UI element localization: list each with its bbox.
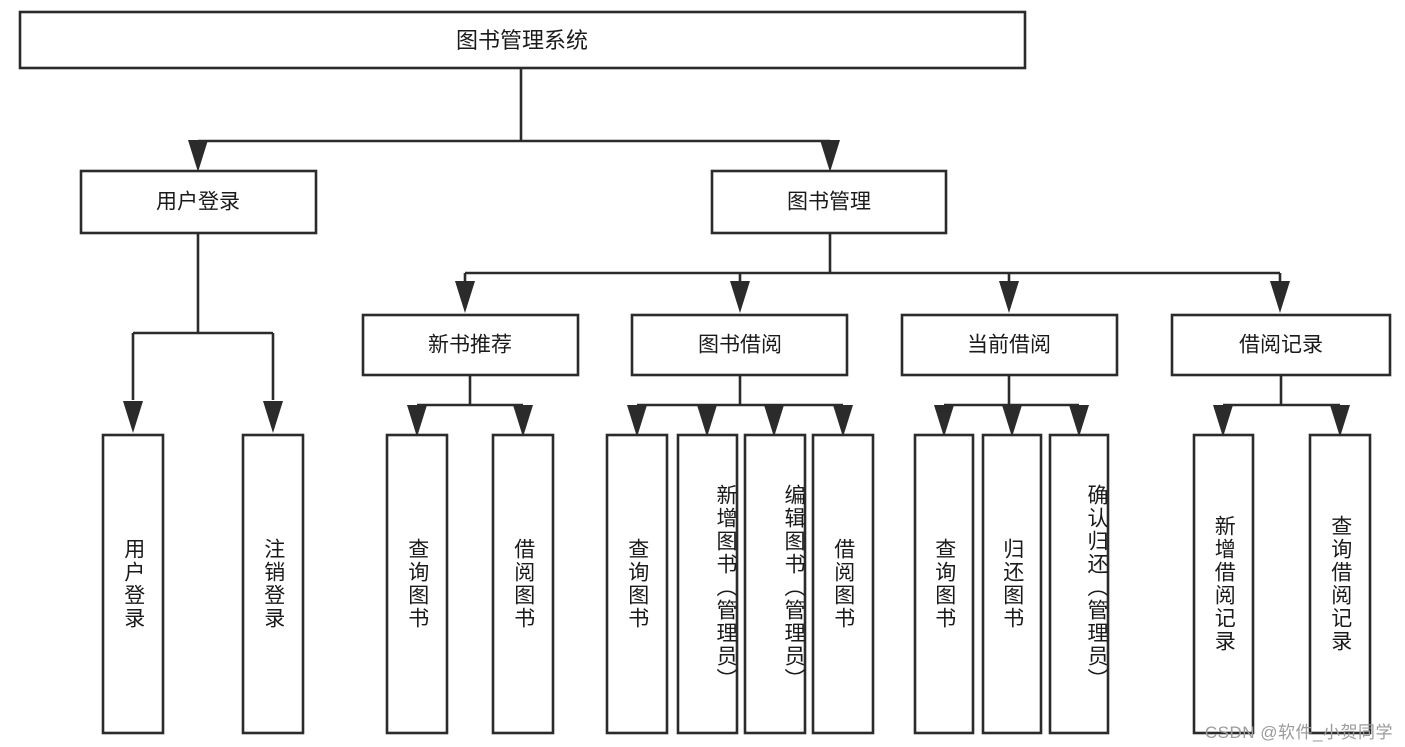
leaf-rect-book-borrow-3[interactable]: [743, 433, 807, 735]
node-book-borrow-label: 图书借阅: [698, 334, 782, 357]
leaf-rect-current-borrow-1[interactable]: [913, 433, 975, 735]
arrow-current-borrow-leaf-1: [934, 405, 954, 437]
node-user-login[interactable]: 用户登录: [79, 169, 318, 235]
node-borrow-record-rect[interactable]: [1170, 313, 1392, 377]
node-current-borrow-rect[interactable]: [900, 313, 1119, 377]
arrow-book-mgmt-child-2: [730, 281, 750, 313]
connector-group-user-login: [123, 233, 283, 433]
connector-group-current-borrow: [934, 375, 1089, 437]
leaf-rect-book-borrow-4[interactable]: [811, 433, 875, 735]
arrow-current-borrow-leaf-3: [1069, 405, 1089, 437]
node-root[interactable]: 图书管理系统: [18, 10, 1027, 70]
arrow-book-borrow-leaf-3: [764, 405, 784, 437]
connector-group-borrow-record: [1213, 375, 1350, 437]
leaf-rect-user-login-1[interactable]: [101, 433, 165, 735]
node-user-login-label: 用户登录: [156, 191, 240, 214]
node-new-book-recommend-label: 新书推荐: [428, 334, 512, 357]
connector-group-new-book: [407, 375, 533, 437]
node-current-borrow-label: 当前借阅: [967, 334, 1051, 357]
arrow-borrow-record-leaf-1: [1213, 405, 1233, 437]
leaf-rect-book-borrow-2[interactable]: [676, 433, 739, 735]
arrow-book-mgmt-child-4: [1270, 281, 1290, 313]
node-root-rect[interactable]: [18, 10, 1027, 70]
node-book-management-label: 图书管理: [787, 191, 871, 214]
arrow-book-borrow-leaf-1: [627, 405, 647, 437]
leaf-rect-current-borrow-2[interactable]: [981, 433, 1043, 735]
leaf-rect-user-login-2[interactable]: [241, 433, 305, 735]
node-book-borrow-rect[interactable]: [630, 313, 849, 377]
arrow-book-mgmt-child-3: [999, 281, 1019, 313]
arrow-book-borrow-leaf-2: [697, 405, 717, 437]
arrow-book-borrow-leaf-4: [833, 405, 853, 437]
arrow-new-book-leaf-2: [513, 405, 533, 437]
leaf-rect-book-borrow-1[interactable]: [605, 433, 669, 735]
connector-group-book-mgmt: [455, 233, 1290, 313]
connector-group-root: [188, 68, 840, 172]
leaf-rect-new-book-1[interactable]: [385, 433, 449, 735]
node-book-management[interactable]: 图书管理: [710, 169, 948, 235]
arrow-user-login-leaf-2: [263, 401, 283, 433]
node-current-borrow[interactable]: 当前借阅: [900, 313, 1119, 377]
watermark-text: CSDN @软件_小贺同学: [1204, 723, 1393, 742]
arrow-borrow-record-leaf-2: [1330, 405, 1350, 437]
node-borrow-record[interactable]: 借阅记录: [1170, 313, 1392, 377]
node-user-login-rect[interactable]: [79, 169, 318, 235]
node-new-book-recommend-rect[interactable]: [361, 313, 580, 377]
arrow-current-borrow-leaf-2: [1002, 405, 1022, 437]
arrow-root-to-user-login: [188, 140, 208, 172]
leaf-rect-new-book-2[interactable]: [491, 433, 555, 735]
arrow-new-book-leaf-1: [407, 405, 427, 437]
leaf-rect-borrow-record-2[interactable]: [1308, 433, 1372, 735]
node-book-management-rect[interactable]: [710, 169, 948, 235]
arrow-root-to-book-mgmt: [820, 140, 840, 172]
node-new-book-recommend[interactable]: 新书推荐: [361, 313, 580, 377]
connector-group-book-borrow: [627, 375, 853, 437]
leaf-rect-borrow-record-1[interactable]: [1192, 433, 1255, 735]
node-root-label: 图书管理系统: [456, 28, 588, 53]
leaf-rect-current-borrow-3[interactable]: [1048, 433, 1110, 735]
node-book-borrow[interactable]: 图书借阅: [630, 313, 849, 377]
arrow-book-mgmt-child-1: [455, 281, 475, 313]
arrow-user-login-leaf-1: [123, 401, 143, 433]
node-borrow-record-label: 借阅记录: [1239, 334, 1323, 357]
